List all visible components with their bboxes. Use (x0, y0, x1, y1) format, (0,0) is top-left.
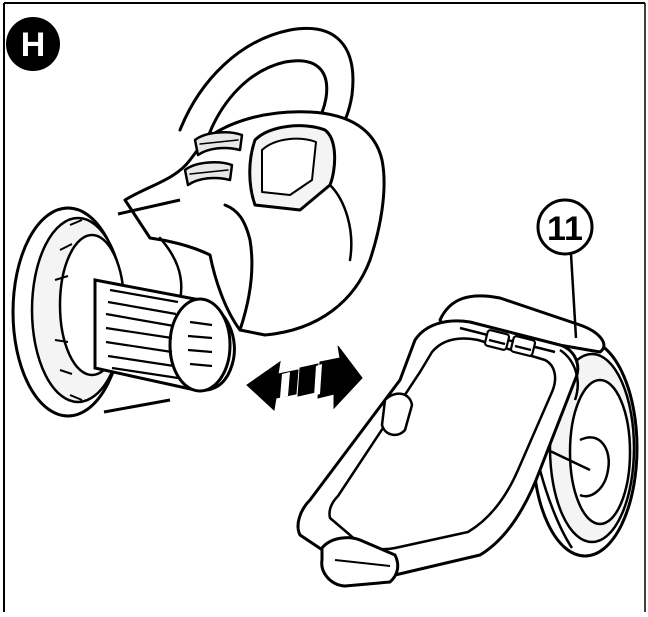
double-arrow (246, 345, 363, 411)
filter-connector (93, 278, 236, 393)
battery-contacts (483, 329, 537, 357)
release-button (183, 131, 244, 187)
callout-leader-line (569, 253, 578, 339)
vacuum-body (123, 27, 386, 337)
step-badge-label: H (21, 26, 46, 64)
part-callout-label: 11 (547, 210, 583, 248)
part-callout: 11 (536, 198, 594, 339)
step-badge: H (6, 17, 60, 71)
battery-pack (296, 294, 639, 588)
